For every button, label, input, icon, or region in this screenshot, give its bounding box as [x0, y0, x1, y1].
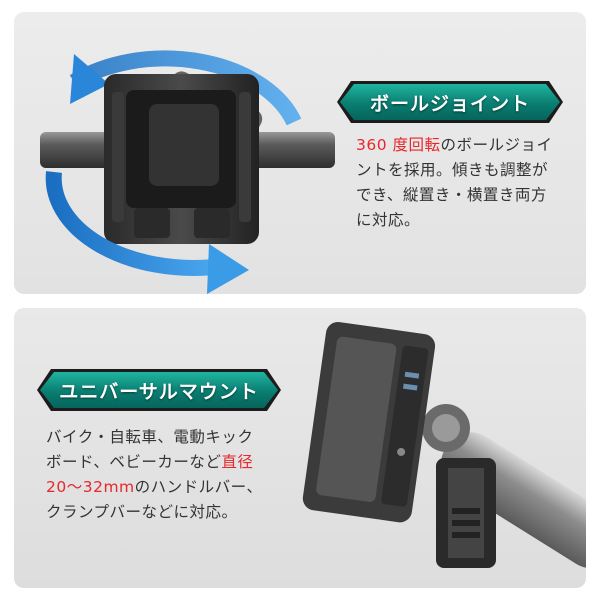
mount-text-1: バイク・自転車、電動キックボード、ベビーカーなど: [46, 428, 254, 471]
universal-mount-illustration: [302, 321, 586, 569]
ball-joint-text: のボールジョイントを採用。傾きも調整ができ、縦置き・横置き両方に対応。: [356, 136, 553, 229]
rotation-arrow-back: [69, 50, 302, 126]
ball-joint-description: 360 度回転のボールジョイントを採用。傾きも調整ができ、縦置き・横置き両方に対…: [356, 133, 561, 233]
universal-mount-title: ユニバーサルマウント: [59, 380, 259, 403]
arrow-head-left-icon: [70, 54, 109, 104]
holder-side: [302, 321, 436, 523]
arrow-head-right-icon: [207, 244, 249, 294]
diameter-highlight: 直径 20～32mm: [46, 453, 254, 496]
universal-mount-banner: ユニバーサルマウント: [40, 372, 278, 408]
ball-joint-banner: ボールジョイント: [340, 84, 560, 120]
phone-holder: [104, 74, 259, 244]
mount-text-2: のハンドルバー、クランプバーなどに対応。: [46, 478, 263, 521]
ball-joint-illustration: [40, 50, 335, 294]
universal-mount-panel: ユニバーサルマウント バイク・自転車、電動キックボード、ベビーカーなど直径 20…: [14, 308, 586, 588]
ball-joint-panel: ボールジョイント 360 度回転のボールジョイントを採用。傾きも調整ができ、縦置…: [14, 12, 586, 294]
rotation-highlight: 360 度回転: [356, 136, 441, 154]
universal-mount-description: バイク・自転車、電動キックボード、ベビーカーなど直径 20～32mmのハンドルバ…: [46, 425, 266, 525]
ball-joint-title: ボールジョイント: [369, 92, 530, 115]
rotation-arrow-front: [45, 171, 215, 276]
